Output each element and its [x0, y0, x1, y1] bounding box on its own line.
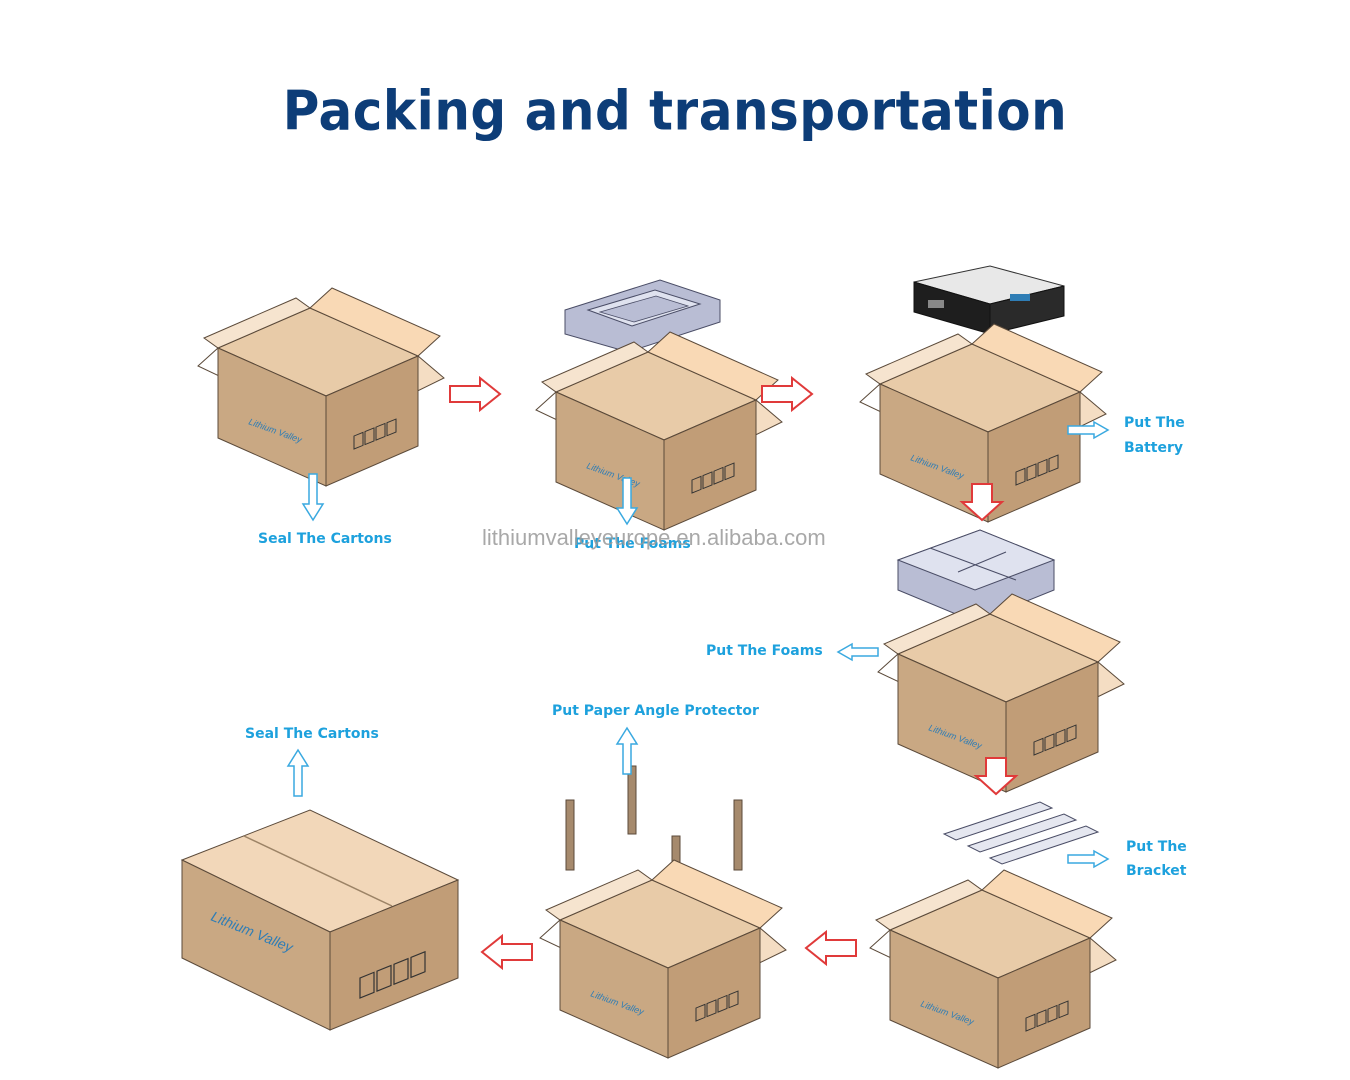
brackets — [942, 801, 1100, 865]
open-carton-2 — [535, 331, 783, 531]
open-carton-5 — [869, 869, 1117, 1069]
label-put-the-battery-line1: Put The — [1124, 415, 1185, 431]
open-carton-6 — [539, 859, 787, 1059]
label-put-paper-angle-protector: Put Paper Angle Protector — [552, 703, 759, 719]
flow-arrow-6 — [481, 935, 533, 969]
page-title: Packing and transportation — [282, 79, 1068, 143]
label-arrow-bracket — [1067, 850, 1109, 868]
sealed-carton — [181, 809, 459, 1031]
flow-arrow-1 — [449, 377, 501, 411]
label-put-foams-top: Put The Foams — [574, 536, 691, 552]
flow-arrow-5 — [805, 931, 857, 965]
label-put-foams-middle: Put The Foams — [706, 643, 823, 659]
label-arrow-seal-bottom — [287, 749, 309, 797]
label-arrow-foams-middle — [837, 643, 879, 661]
label-put-the-bracket-line1: Put The — [1126, 839, 1187, 855]
label-seal-cartons-top: Seal The Cartons — [258, 531, 392, 547]
watermark-text: lithiumvalleyeurope.en.alibaba.com — [482, 525, 826, 550]
foam-frames-1 — [564, 279, 721, 353]
label-bracket: Bracket — [1126, 863, 1187, 879]
label-battery: Battery — [1124, 440, 1184, 456]
open-carton-1 — [197, 287, 445, 487]
label-seal-cartons-bottom: Seal The Cartons — [245, 726, 379, 742]
battery-module — [913, 265, 1065, 335]
